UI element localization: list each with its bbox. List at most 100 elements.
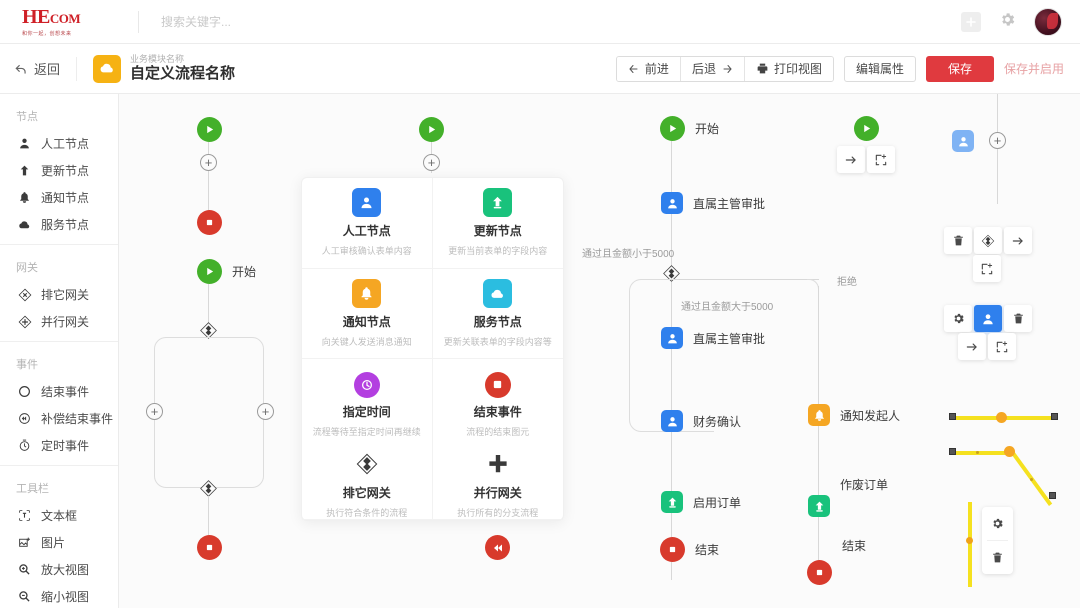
palette-item-service-node[interactable]: 服务节点 更新关联表单的字段内容等 <box>432 269 563 360</box>
sidebar-item-compensation-end-event[interactable]: 补偿结束事件 <box>0 405 118 432</box>
palette-item-desc: 流程等待至指定时间再继续 <box>312 426 421 437</box>
backward-button[interactable]: 后退 <box>680 56 745 81</box>
user-avatar[interactable] <box>1034 7 1062 36</box>
trash-icon[interactable] <box>982 541 1013 574</box>
gateway-icon[interactable] <box>974 227 1002 254</box>
gear-icon[interactable] <box>999 11 1016 33</box>
add-node-handle[interactable]: + <box>257 403 274 420</box>
save-and-enable-button[interactable]: 保存并启用 <box>1003 62 1064 76</box>
edge-midpoint-handle[interactable] <box>1004 446 1015 457</box>
edge-endpoint[interactable] <box>949 413 956 420</box>
selected-person-node[interactable] <box>974 305 1002 332</box>
sidebar-item-manual-node[interactable]: 人工节点 <box>0 130 118 157</box>
palette-item-name: 服务节点 <box>473 314 522 329</box>
palette-item-manual-node[interactable]: 人工节点 人工审核确认表单内容 <box>302 178 433 269</box>
arrow-right-icon[interactable] <box>1004 227 1032 254</box>
sidebar-item-service-node[interactable]: 服务节点 <box>0 211 118 238</box>
node-palette-popup[interactable]: 人工节点 人工审核确认表单内容 更新节点 更新当前表单的字段内容 通知节点 向关… <box>301 177 564 521</box>
sidebar-item-parallel-gateway[interactable]: 并行网关 <box>0 308 118 335</box>
palette-item-timer[interactable]: 指定时间 流程等待至指定时间再继续 <box>302 359 433 450</box>
trash-icon[interactable] <box>944 227 972 254</box>
palette-item-end-event[interactable]: 结束事件 流程的结束图元 <box>433 359 564 450</box>
trash-icon[interactable] <box>1004 305 1032 332</box>
sidebar-item-image[interactable]: 图片 <box>0 529 118 556</box>
edge-endpoint[interactable] <box>1049 492 1056 499</box>
selected-node-toolbar[interactable] <box>943 305 1033 360</box>
arrow-right-icon[interactable] <box>837 146 865 173</box>
search-input[interactable]: 搜索关键字... <box>161 15 232 29</box>
sidebar-item-end-event[interactable]: 结束事件 <box>0 378 118 405</box>
collapse-rewind-button[interactable] <box>485 535 510 560</box>
canvas-start-node-c[interactable] <box>419 117 444 142</box>
sidebar-item-exclusive-gateway[interactable]: 排它网关 <box>0 281 118 308</box>
copy-node-icon[interactable] <box>867 146 895 173</box>
edge-midpoint-handle[interactable] <box>996 412 1007 423</box>
back-button[interactable]: 返回 <box>0 59 60 78</box>
page-title[interactable]: 自定义流程名称 <box>130 64 236 82</box>
arrow-right-icon[interactable] <box>958 333 986 360</box>
print-view-button[interactable]: 打印视图 <box>744 56 833 81</box>
add-node-handle[interactable]: + <box>200 154 217 171</box>
bell-icon <box>352 278 382 308</box>
edge-waypoint[interactable] <box>1030 478 1033 481</box>
palette-item-parallel-gateway[interactable]: 并行网关 执行所有的分支流程 <box>432 450 563 520</box>
sidebar-item-zoom-out[interactable]: 缩小视图 <box>0 583 118 608</box>
forward-button[interactable]: 前进 <box>616 56 681 81</box>
sidebar-group-events: 事件 结束事件 补偿结束事件 定时事件 <box>0 342 118 466</box>
add-node-handle[interactable]: + <box>989 132 1006 149</box>
canvas-end-node-b[interactable] <box>197 535 222 560</box>
edge-midpoint-handle[interactable] <box>966 537 973 544</box>
canvas-start-node-a[interactable] <box>197 117 222 142</box>
edge-context-toolbar[interactable] <box>982 507 1013 574</box>
header-divider <box>138 10 139 33</box>
node-label: 启用订单 <box>693 495 742 510</box>
copy-node-icon[interactable] <box>973 255 1001 282</box>
flow-node-void-order[interactable]: 作废订单 <box>808 425 888 517</box>
flow-node-end-right[interactable]: 结束 <box>807 537 866 608</box>
add-node-handle[interactable]: + <box>146 403 163 420</box>
palette-item-exclusive-gateway[interactable]: 排它网关 执行符合条件的流程 <box>302 449 433 520</box>
save-button[interactable]: 保存 <box>925 55 994 82</box>
toolbar-separator <box>987 540 1008 541</box>
canvas-end-node-a[interactable] <box>197 210 222 235</box>
flow-node-start[interactable]: 开始 <box>660 116 719 141</box>
flow-node-approve-1[interactable]: 直属主管审批 <box>661 192 765 214</box>
flow-node-end-left[interactable]: 结束 <box>660 537 719 562</box>
gateway-split-icon[interactable] <box>200 322 217 339</box>
canvas-start-node-b[interactable]: 开始 <box>197 259 256 284</box>
add-icon[interactable] <box>961 11 981 32</box>
edge-endpoint[interactable] <box>949 448 956 455</box>
gateway-exclusive-icon[interactable] <box>663 265 680 282</box>
flow-node-enable-order[interactable]: 启用订单 <box>661 491 741 513</box>
gear-icon[interactable] <box>982 507 1013 540</box>
palette-item-update-node[interactable]: 更新节点 更新当前表单的字段内容 <box>432 178 563 269</box>
sample-start-node[interactable] <box>854 116 879 141</box>
dragging-ghost-node[interactable] <box>952 130 974 152</box>
flow-node-finance-confirm[interactable]: 财务确认 <box>661 410 741 432</box>
sidebar-item-zoom-in[interactable]: 放大视图 <box>0 556 118 583</box>
edge-line <box>953 451 1015 455</box>
header-actions <box>961 7 1080 36</box>
sidebar-item-textbox[interactable]: 文本框 <box>0 502 118 529</box>
copy-node-icon[interactable] <box>988 333 1016 360</box>
flow-canvas[interactable]: + 开始 + + <box>119 94 1080 608</box>
edge-waypoint[interactable] <box>976 451 979 454</box>
end-circle-icon <box>807 560 832 585</box>
connector-line <box>208 133 209 233</box>
add-node-handle[interactable]: + <box>423 154 440 171</box>
flow-node-notify-initiator[interactable]: 通知发起人 <box>808 404 900 426</box>
sidebar-item-notify-node[interactable]: 通知节点 <box>0 184 118 211</box>
flow-node-approve-2[interactable]: 直属主管审批 <box>661 327 765 349</box>
brand-logo[interactable]: HECOM 和你一起，创想未来 <box>0 7 130 37</box>
sidebar-item-update-node[interactable]: 更新节点 <box>0 157 118 184</box>
gateway-join-icon[interactable] <box>200 480 217 497</box>
edit-properties-button[interactable]: 编辑属性 <box>843 55 916 82</box>
palette-item-notify-node[interactable]: 通知节点 向关键人发送消息通知 <box>302 268 433 360</box>
sidebar-item-timer-event[interactable]: 定时事件 <box>0 432 118 459</box>
node-context-toolbar[interactable] <box>943 227 1033 282</box>
palette-item-name: 排它网关 <box>342 485 391 500</box>
edge-endpoint[interactable] <box>1051 413 1058 420</box>
node-hover-toolbar[interactable] <box>836 146 896 173</box>
gear-icon[interactable] <box>944 305 972 332</box>
cloud-service-icon <box>483 278 513 308</box>
